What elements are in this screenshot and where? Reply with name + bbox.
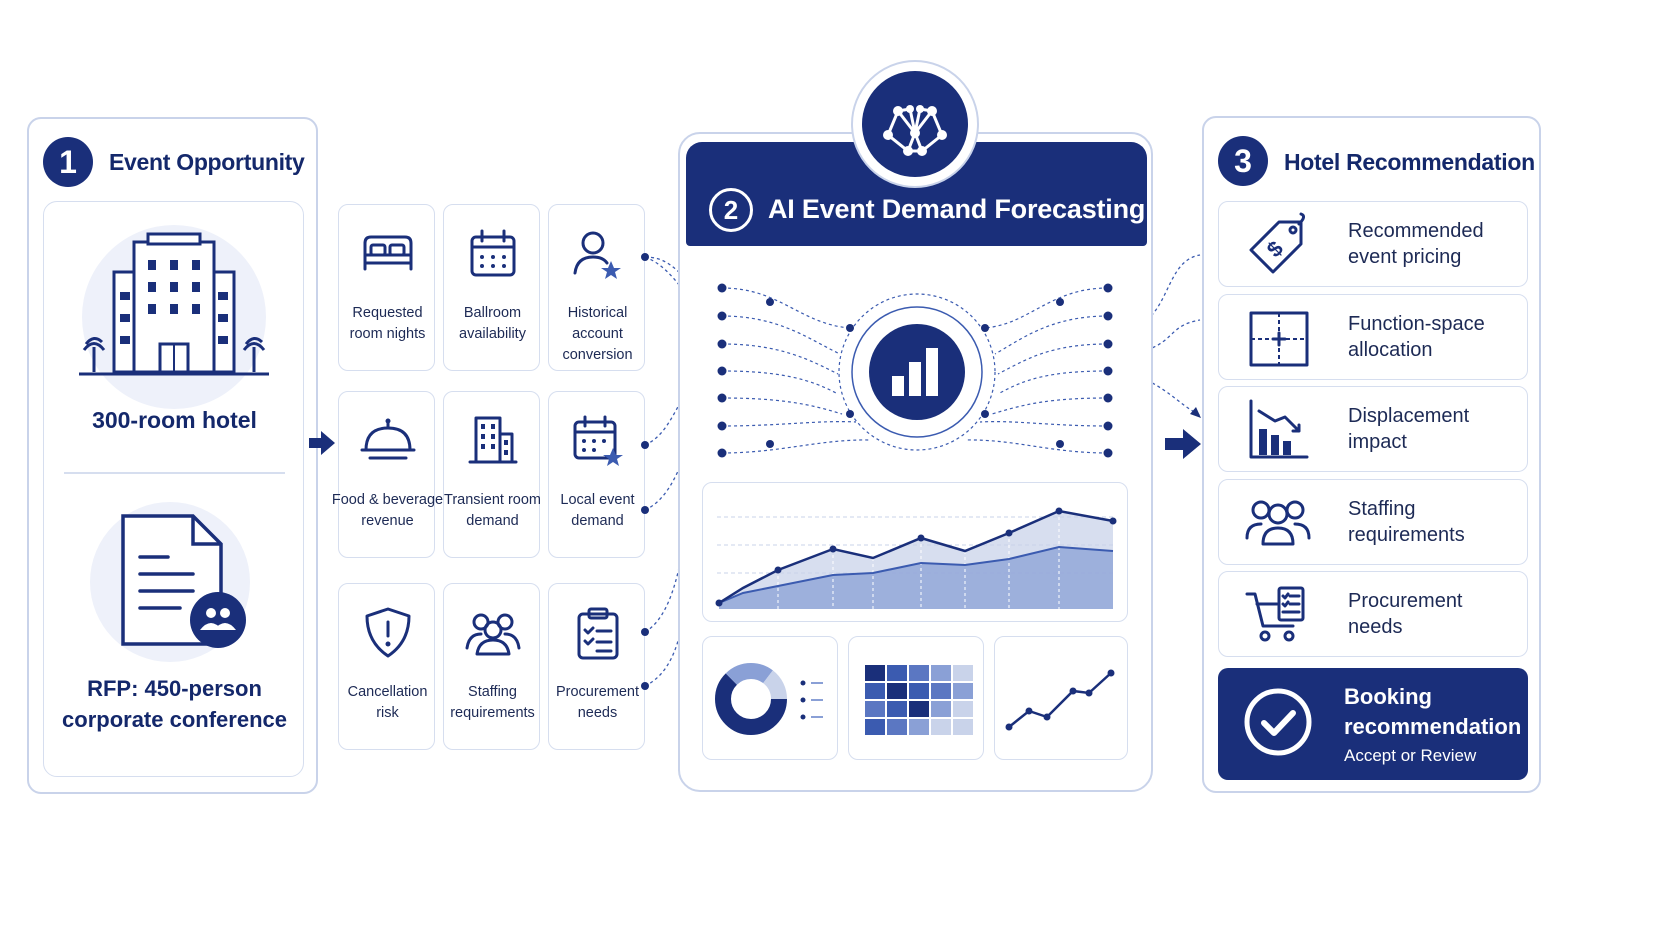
rfp-document-icon bbox=[90, 502, 250, 662]
booking-subtitle: Accept or Review bbox=[1344, 746, 1477, 765]
rfp-label: RFP: 450-person corporate conference bbox=[62, 676, 287, 732]
panel-title: Event Opportunity bbox=[109, 149, 305, 175]
heatmap-card bbox=[848, 636, 984, 760]
panel-title: Hotel Recommendation bbox=[1284, 149, 1535, 175]
team-icon bbox=[444, 604, 541, 662]
donut-chart-graphic bbox=[715, 663, 823, 735]
opportunity-card: 300-room hotel RFP: 450-person corporate… bbox=[43, 201, 304, 777]
floor-plan-icon bbox=[1243, 303, 1313, 378]
booking-title: Booking recommendation bbox=[1344, 684, 1522, 739]
price-tag-icon: $ bbox=[1243, 210, 1313, 285]
heatmap-graphic bbox=[865, 665, 973, 735]
calendar-star-icon bbox=[549, 412, 646, 470]
trend-line-graphic bbox=[1005, 669, 1115, 731]
donut-chart-card bbox=[702, 636, 838, 760]
building-icon bbox=[444, 412, 541, 470]
forecast-area-chart bbox=[702, 482, 1128, 622]
network-nodes-icon bbox=[862, 71, 968, 177]
hotel-size-label: 300-room hotel bbox=[92, 407, 257, 433]
user-star-icon bbox=[549, 225, 646, 283]
declining-chart-icon bbox=[1243, 395, 1313, 470]
booking-recommendation-button[interactable]: Booking recommendation Accept or Review bbox=[1218, 668, 1528, 780]
clipboard-icon bbox=[549, 604, 646, 662]
trend-line-card bbox=[994, 636, 1128, 760]
area-chart-graphic bbox=[715, 507, 1117, 609]
bed-icon bbox=[339, 225, 436, 283]
forecasting-title: AI Event Demand Forecasting bbox=[768, 194, 1146, 224]
neural-network-diagram bbox=[717, 283, 1113, 458]
calendar-icon bbox=[444, 225, 541, 283]
flow-arrow-icon bbox=[1165, 429, 1201, 459]
shield-alert-icon bbox=[339, 604, 436, 662]
ai-forecasting-panel: 2 AI Event Demand Forecasting bbox=[678, 132, 1153, 792]
event-opportunity-panel: 1 Event Opportunity 300-room hotel bbox=[27, 117, 318, 794]
divider bbox=[64, 472, 285, 474]
cloche-icon bbox=[339, 412, 436, 470]
step-number-3: 3 bbox=[1218, 136, 1268, 186]
people-icon bbox=[1243, 488, 1313, 563]
ai-badge bbox=[851, 60, 979, 188]
step-number-2: 2 bbox=[709, 188, 753, 232]
cart-icon bbox=[1243, 580, 1313, 655]
svg-text:$: $ bbox=[1262, 236, 1288, 262]
hotel-building-icon bbox=[79, 225, 269, 409]
flow-arrow-icon bbox=[309, 431, 335, 455]
checkmark-circle-icon bbox=[1244, 688, 1312, 756]
step-number-1: 1 bbox=[43, 137, 93, 187]
